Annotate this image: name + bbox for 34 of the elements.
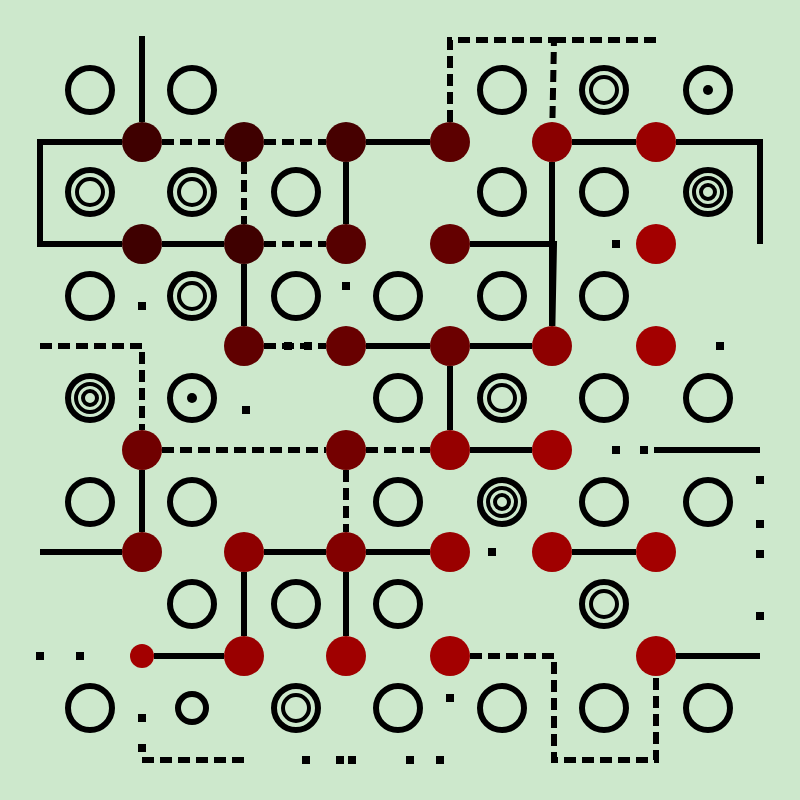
connector-line — [343, 572, 349, 636]
connector-line — [264, 241, 326, 247]
connector-line — [264, 139, 326, 145]
connector-line — [549, 162, 555, 326]
connector-line — [572, 139, 636, 145]
connector-line — [676, 139, 763, 244]
connector-line — [366, 549, 430, 555]
connector-line — [470, 447, 532, 453]
connector-line — [241, 162, 247, 224]
connector-line — [264, 549, 326, 555]
connector-line — [264, 343, 326, 349]
connector-line — [366, 447, 430, 453]
connector-line — [162, 139, 224, 145]
connector-line — [343, 162, 349, 224]
connector-line — [139, 470, 145, 532]
connector-line — [447, 37, 558, 123]
connector-line — [676, 653, 760, 659]
connector-line — [162, 447, 326, 453]
connector-line — [572, 549, 636, 555]
connector-line — [366, 343, 430, 349]
connector-line — [366, 139, 430, 145]
connector-line — [40, 549, 122, 555]
connector-line — [470, 653, 659, 763]
connector-line — [162, 241, 224, 247]
connector-line — [154, 653, 224, 659]
connector-line — [139, 36, 145, 122]
connector-line — [241, 264, 247, 326]
connector-line — [37, 139, 122, 247]
connector-line — [343, 470, 349, 532]
connector-line — [241, 572, 247, 636]
connector-line — [40, 343, 145, 430]
connector-line — [470, 343, 532, 349]
connector-line — [470, 241, 558, 327]
connector-line — [447, 366, 453, 430]
